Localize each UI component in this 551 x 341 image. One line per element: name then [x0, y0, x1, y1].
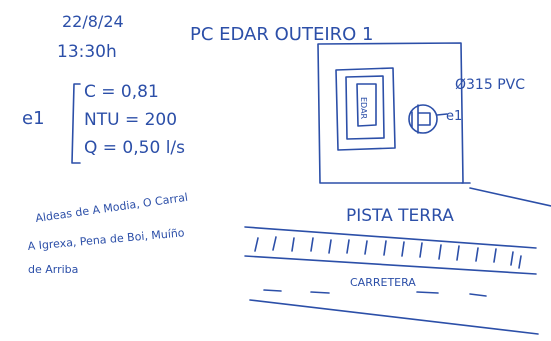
villages-line-2: A Igrexa, Pena de Boi, Muíño	[27, 226, 185, 253]
road-label: CARRETERA	[350, 276, 416, 289]
reading-conductivity: C = 0,81	[84, 82, 159, 102]
site-title: PC EDAR OUTEIRO 1	[190, 24, 373, 45]
villages-line-1: Aldeas de A Modia, O Carral	[35, 191, 189, 225]
time-text: 13:30h	[57, 42, 117, 62]
sampling-point-label: e1	[22, 108, 45, 129]
side-path-line	[470, 188, 551, 206]
pipe-label: Ø315 PVC	[455, 77, 525, 93]
date-text: 22/8/24	[62, 12, 124, 31]
track-label: PISTA TERRA	[346, 206, 454, 226]
road-edge-bottom	[250, 300, 538, 334]
enclosure-outline	[318, 43, 463, 183]
reading-turbidity: NTU = 200	[84, 110, 177, 130]
road-edge-middle	[245, 256, 536, 274]
road-edge-top	[245, 227, 536, 248]
device-point-label: e1	[446, 109, 462, 124]
device-letters: EDAR	[359, 97, 368, 120]
reading-flow: Q = 0,50 l/s	[84, 138, 185, 158]
road-centre-dashes	[264, 290, 486, 296]
road-hatch-marks	[255, 237, 521, 268]
pipe-inner-strokes	[412, 105, 430, 133]
readings-bracket	[72, 84, 80, 163]
pipe-circle	[409, 105, 437, 133]
villages-line-3: de Arriba	[28, 263, 78, 276]
